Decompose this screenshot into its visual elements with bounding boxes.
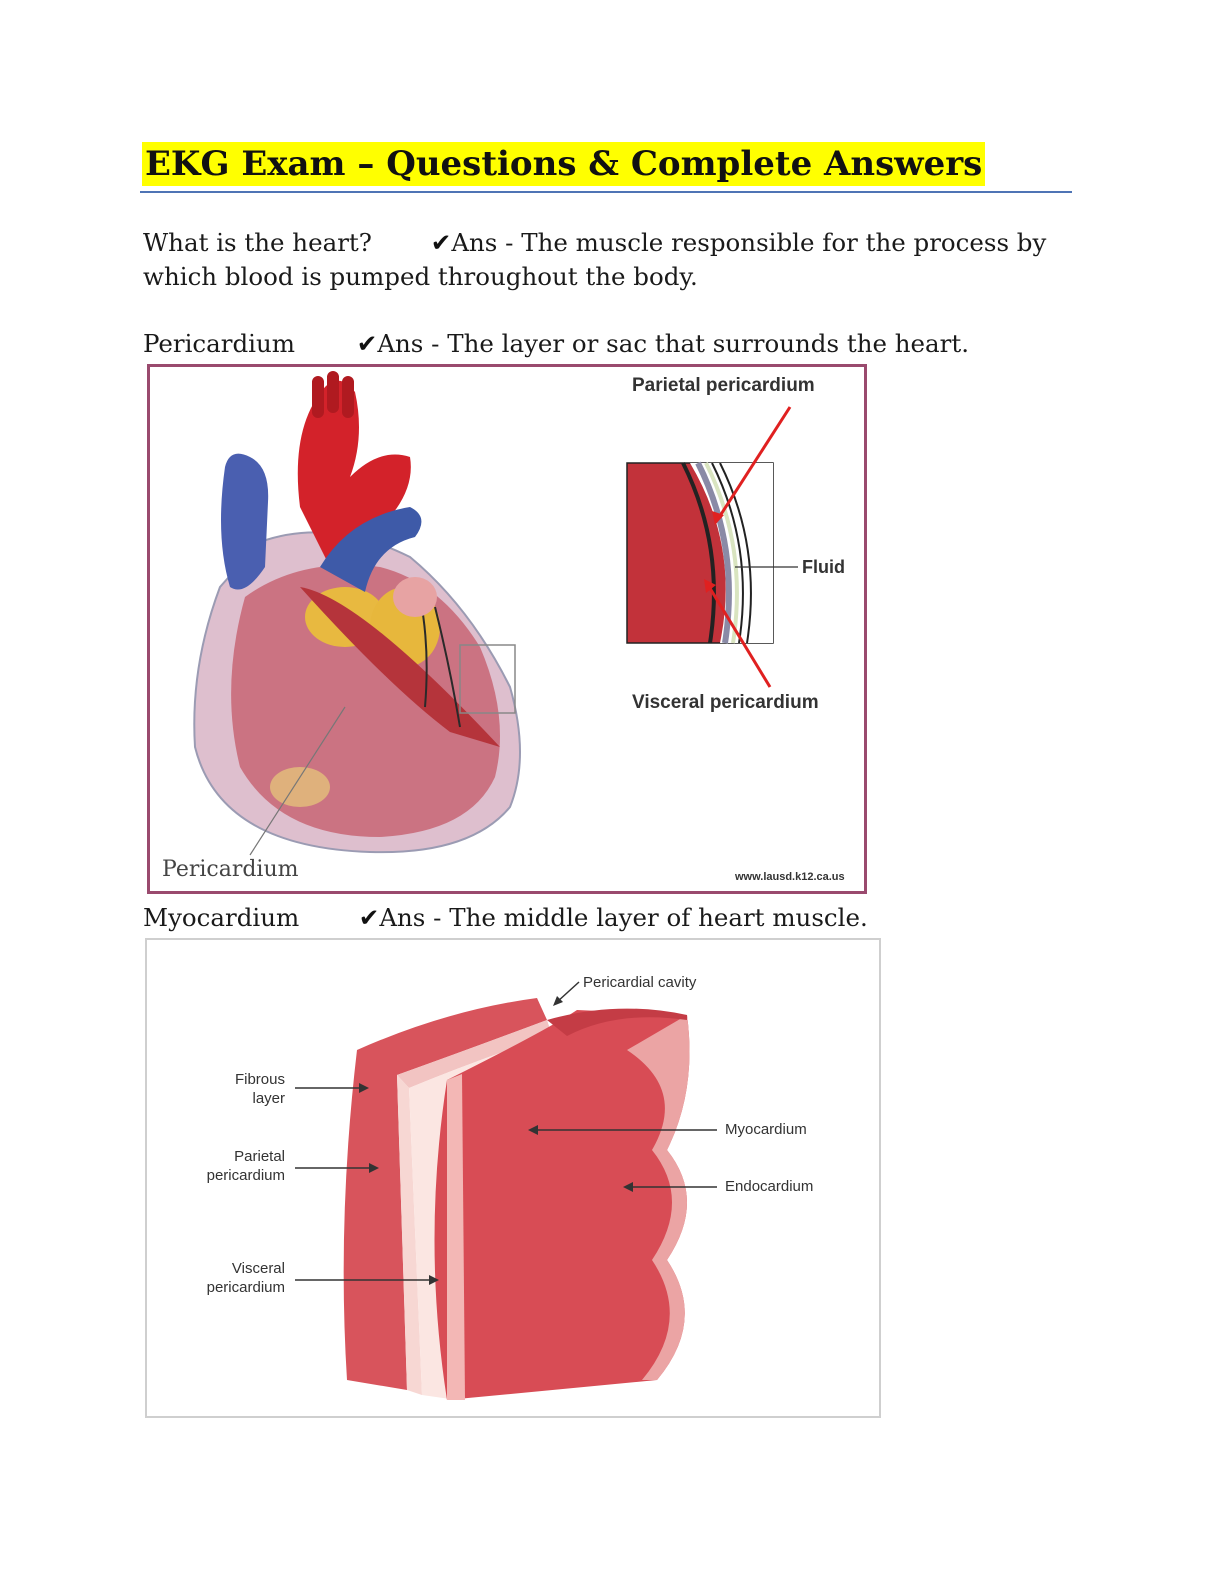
image-credit: www.lausd.k12.ca.us <box>735 871 845 883</box>
answer-text: The muscle responsible for the process b… <box>521 228 1047 257</box>
label-endocardium: Endocardium <box>725 1178 814 1195</box>
qa-item-heart-continued: which blood is pumped throughout the bod… <box>143 260 698 294</box>
answer-prefix: Ans - <box>379 903 450 932</box>
question-text: Pericardium <box>143 329 296 358</box>
pericardium-figure: Parietal pericardium Fluid Visceral peri… <box>147 364 867 894</box>
title-underline <box>140 191 1072 193</box>
question-text: What is the heart? <box>143 228 372 257</box>
answer-text-continued: which blood is pumped throughout the bod… <box>143 262 698 291</box>
label-parietal-pericardium: Parietal pericardium <box>177 1147 285 1185</box>
qa-item-heart: What is the heart? ✔Ans - The muscle res… <box>143 226 1046 260</box>
label-fibrous-line1: Fibrous <box>234 1071 285 1088</box>
label-pericardial-cavity: Pericardial cavity <box>583 974 697 991</box>
heart-wall-illustration <box>295 981 717 1400</box>
answer-text: The layer or sac that surrounds the hear… <box>447 329 969 358</box>
qa-item-pericardium: Pericardium ✔Ans - The layer or sac that… <box>143 327 969 361</box>
label-fibrous-layer: Fibrous layer <box>187 1070 285 1108</box>
label-pericardium: Pericardium <box>162 857 299 882</box>
page-title: EKG Exam – Questions & Complete Answers <box>142 142 986 186</box>
answer-prefix: Ans - <box>377 329 448 358</box>
qa-item-myocardium: Myocardium ✔Ans - The middle layer of he… <box>143 901 868 935</box>
question-text: Myocardium <box>143 903 300 932</box>
answer-text: The middle layer of heart muscle. <box>449 903 868 932</box>
checkmark-icon: ✔ <box>430 228 452 257</box>
label-myocardium: Myocardium <box>725 1121 807 1138</box>
label-parietal-line2: pericardium <box>206 1167 285 1184</box>
checkmark-icon: ✔ <box>356 329 378 358</box>
label-fluid: Fluid <box>802 557 845 577</box>
label-visceral-line2: pericardium <box>206 1279 285 1296</box>
heart-illustration <box>193 371 798 856</box>
heart-wall-figure: Pericardial cavity Fibrous layer Parieta… <box>145 938 881 1418</box>
answer-prefix: Ans - <box>451 228 522 257</box>
label-parietal-pericardium: Parietal pericardium <box>632 375 815 396</box>
label-visceral-pericardium: Visceral pericardium <box>632 692 819 713</box>
label-visceral-line1: Visceral <box>231 1260 285 1277</box>
label-parietal-line1: Parietal <box>234 1148 285 1165</box>
checkmark-icon: ✔ <box>358 903 380 932</box>
label-visceral-pericardium: Visceral pericardium <box>177 1259 285 1297</box>
label-fibrous-line2: layer <box>252 1090 285 1107</box>
